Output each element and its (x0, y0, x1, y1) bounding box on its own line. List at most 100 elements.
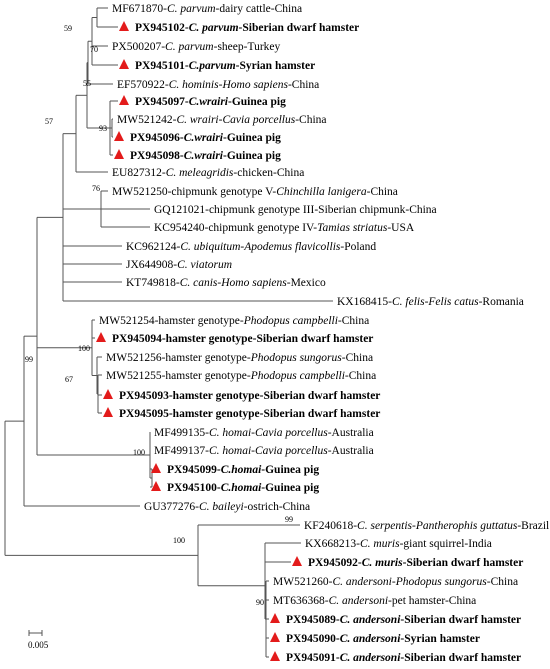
leaf-accession: EU827312 (112, 167, 162, 179)
leaf-label-part: C. felis (392, 296, 425, 308)
leaf-accession: PX945096 (130, 132, 180, 144)
leaf-accession: MW521255 (106, 370, 162, 382)
leaf-accession: PX945092 (308, 557, 358, 569)
leaf-accession: EF570922 (117, 79, 165, 91)
leaf-accession: PX945099 (167, 464, 217, 476)
leaf-label-part: Phodopus sungorus (250, 352, 343, 364)
leaf-label-part: C. andersoni (340, 633, 402, 645)
leaf-label-part: C.wrairi (184, 132, 224, 144)
leaf-label-part: C. viatorum (177, 259, 232, 271)
leaf-label-part: -China (342, 352, 373, 364)
leaf-label-part: C. parvum (189, 22, 239, 34)
leaf-label-part: - (185, 22, 189, 34)
leaf-label-part: -hamster genotype- (162, 370, 251, 382)
leaf-accession: PX945098 (130, 150, 180, 162)
leaf-label: MW521256-hamster genotype-Phodopus sungo… (106, 352, 373, 364)
leaf-label: GQ121021-chipmunk genotype III-Siberian … (154, 204, 437, 216)
leaf-accession: KF240618 (304, 520, 353, 532)
leaf-label-part: - (353, 520, 357, 532)
leaf-accession: JX644908 (126, 259, 174, 271)
leaf-label-part: C. andersoni (340, 614, 402, 626)
leaf-accession: MW521250 (112, 186, 168, 198)
leaf-label: PX500207-C. parvum-sheep-Turkey (112, 41, 281, 53)
leaf-label-part: -hamster genotype-Siberian dwarf hamster (169, 390, 381, 402)
leaf-accession: PX945095 (119, 408, 169, 420)
leaf-label-part: - (217, 277, 221, 289)
leaf-label-part: -Poland (340, 241, 376, 253)
leaf-label-part: - (388, 296, 392, 308)
leaf-label-part: -Guinea pig (223, 132, 281, 144)
leaf-label: PX945094-hamster genotype-Siberian dwarf… (112, 333, 373, 345)
leaf-accession: PX945089 (286, 614, 336, 626)
bootstrap-value: 99 (25, 355, 33, 364)
leaf-label: MW521242-C. wrairi-Cavia porcellus-China (117, 114, 327, 126)
leaf-label-part: -Brazil (517, 520, 549, 532)
leaf-accession: PX945100 (167, 482, 217, 494)
leaf-label-part: - (162, 167, 166, 179)
leaf-label-part: -China (288, 79, 319, 91)
leaf-label-part: Felis catus (427, 296, 479, 308)
leaf-label: MW521254-hamster genotype-Phodopus campb… (99, 315, 369, 327)
leaf-label: PX945093-hamster genotype-Siberian dwarf… (119, 390, 380, 402)
leaf-accession: PX500207 (112, 41, 161, 53)
leaf-label-part: C.homai (221, 482, 262, 494)
leaf-label: PX945091-C. andersoni-Siberian dwarf ham… (286, 652, 521, 664)
leaf-label-part: -pet hamster-China (388, 595, 476, 607)
leaf-label-part: - (358, 557, 362, 569)
leaf-accession: MW521242 (117, 114, 173, 126)
leaf-label-part: - (329, 576, 333, 588)
leaf-label-part: Homo sapiens (221, 79, 288, 91)
leaf-label-part: -ostrich-China (244, 501, 310, 513)
leaf-label-part: Apodemus flavicollis (243, 241, 341, 253)
leaf-label-part: -Siberian dwarf hamster (400, 652, 521, 664)
leaf-label-part: Homo sapiens (220, 277, 287, 289)
leaf-label: KX168415-C. felis-Felis catus-Romania (337, 296, 524, 308)
leaf-label-part: -China (367, 186, 398, 198)
leaf-label-part: C. ubiquitum (180, 241, 240, 253)
leaf-label-part: -chicken-China (233, 167, 304, 179)
leaf-accession: GU377276 (144, 501, 195, 513)
leaf-label: MT636368-C. andersoni-pet hamster-China (273, 595, 476, 607)
leaf-label-part: C. andersoni (340, 652, 402, 664)
leaf-label-part: -USA (387, 222, 415, 234)
leaf-label-part: - (336, 652, 340, 664)
leaf-label-part: -Siberian dwarf hamster (239, 22, 360, 34)
leaf-label-part: Cavia porcellus (222, 114, 295, 126)
leaf-label: MF499135-C. homai-Cavia porcellus-Austra… (154, 427, 374, 439)
leaf-labels: MF671870-C. parvum-dairy cattle-ChinaPX9… (99, 3, 549, 664)
leaf-label: MW521250-chipmunk genotype V-Chinchilla … (112, 186, 398, 198)
leaf-accession: PX945091 (286, 652, 336, 664)
leaf-label-part: -chipmunk genotype IV- (204, 222, 317, 234)
leaf-label-part: - (336, 633, 340, 645)
leaf-label-part: - (185, 60, 189, 72)
leaf-label: KF240618-C. serpentis-Pantherophis gutta… (304, 520, 549, 532)
leaf-label-part: C. hominis (169, 79, 219, 91)
leaf-label-part: - (205, 427, 209, 439)
leaf-accession: MW521256 (106, 352, 162, 364)
leaf-label-part: - (217, 464, 221, 476)
leaf-label-part: -Romania (479, 296, 524, 308)
leaf-label-part: - (336, 614, 340, 626)
leaf-label-part: -Syrian hamster (400, 633, 480, 645)
leaf-label-part: -chipmunk genotype V- (168, 186, 277, 198)
leaf-label-part: -chipmunk genotype III-Siberian chipmunk… (205, 204, 437, 216)
leaf-label-part: C. homai (209, 445, 251, 457)
leaf-label-part: C.wrairi (189, 96, 229, 108)
leaf-label-part: - (217, 482, 221, 494)
leaf-label-part: -hamster genotype- (155, 315, 244, 327)
red-triangle-marker (103, 389, 113, 399)
leaf-accession: PX945093 (119, 390, 169, 402)
leaf-label-part: - (165, 79, 169, 91)
leaf-label-part: -hamster genotype-Siberian dwarf hamster (162, 333, 374, 345)
red-triangle-marker (270, 632, 280, 642)
red-triangle-marker (292, 556, 302, 566)
leaf-label-part: -sheep-Turkey (214, 41, 281, 53)
leaf-label-part: C. muris (362, 557, 403, 569)
leaf-label: PX945092-C. muris-Siberian dwarf hamster (308, 557, 523, 569)
leaf-label-part: - (251, 427, 255, 439)
leaf-label-part: C. parvum (165, 41, 214, 53)
leaf-label-part: C. muris (360, 538, 400, 550)
leaf-label: KX668213-C. muris-giant squirrel-India (305, 538, 492, 550)
